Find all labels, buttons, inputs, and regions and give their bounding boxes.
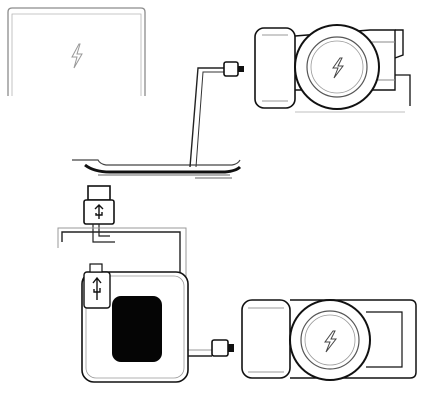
laptop-base — [72, 159, 242, 179]
cable-bottom — [57, 227, 212, 357]
lightning-bolt-icon — [324, 330, 338, 353]
usb-c-plug-bottom — [211, 339, 234, 357]
wireless-charger-stand-top — [254, 24, 411, 113]
laptop — [7, 7, 146, 96]
plug-icon — [83, 263, 111, 309]
power-adapter — [81, 263, 189, 383]
lightning-bolt-icon — [71, 43, 83, 69]
lightning-bolt-icon — [332, 57, 344, 79]
adapter-panel — [112, 296, 162, 362]
charging-pad-outer — [289, 299, 371, 381]
usb-c-plug-top — [223, 61, 244, 77]
usb-a-plug — [83, 185, 115, 243]
laptop-screen — [7, 7, 146, 96]
wireless-charger-stand-bottom — [241, 299, 417, 381]
cable-top — [189, 67, 224, 168]
